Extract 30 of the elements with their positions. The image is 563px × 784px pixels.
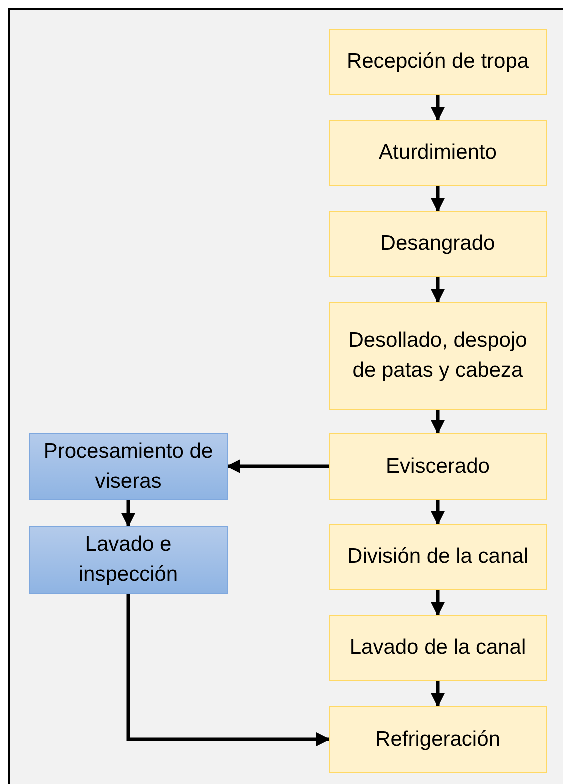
process-label: Lavado e inspección <box>78 532 180 588</box>
process-label: Eviscerado <box>386 454 490 480</box>
process-box <box>329 433 547 500</box>
process-label: División de la canal <box>348 544 528 570</box>
process-label: Desangrado <box>380 231 496 257</box>
process-box <box>29 526 228 594</box>
process-box <box>29 433 228 500</box>
arrow <box>431 186 445 212</box>
arrow <box>226 460 329 474</box>
arrow <box>431 95 445 122</box>
process-label: Procesamiento de viseras <box>42 438 214 494</box>
process-label: Lavado de la canal <box>350 635 526 661</box>
process-box <box>329 706 547 773</box>
process-box <box>329 524 547 590</box>
process-box <box>329 29 547 95</box>
arrow <box>126 594 330 746</box>
arrow <box>431 500 445 526</box>
arrow <box>431 277 445 304</box>
arrow <box>122 500 136 528</box>
process-label: Recepción de tropa <box>346 49 530 75</box>
process-box <box>329 302 547 410</box>
process-box <box>329 615 547 681</box>
process-label: Refrigeración <box>376 726 500 752</box>
arrow <box>431 681 445 708</box>
process-label: Desollado, despojo de patas y cabeza <box>348 328 528 384</box>
process-box <box>329 211 547 277</box>
arrow <box>431 410 445 434</box>
process-label: Aturdimiento <box>379 140 497 166</box>
arrow <box>431 590 445 616</box>
process-box <box>329 120 547 186</box>
